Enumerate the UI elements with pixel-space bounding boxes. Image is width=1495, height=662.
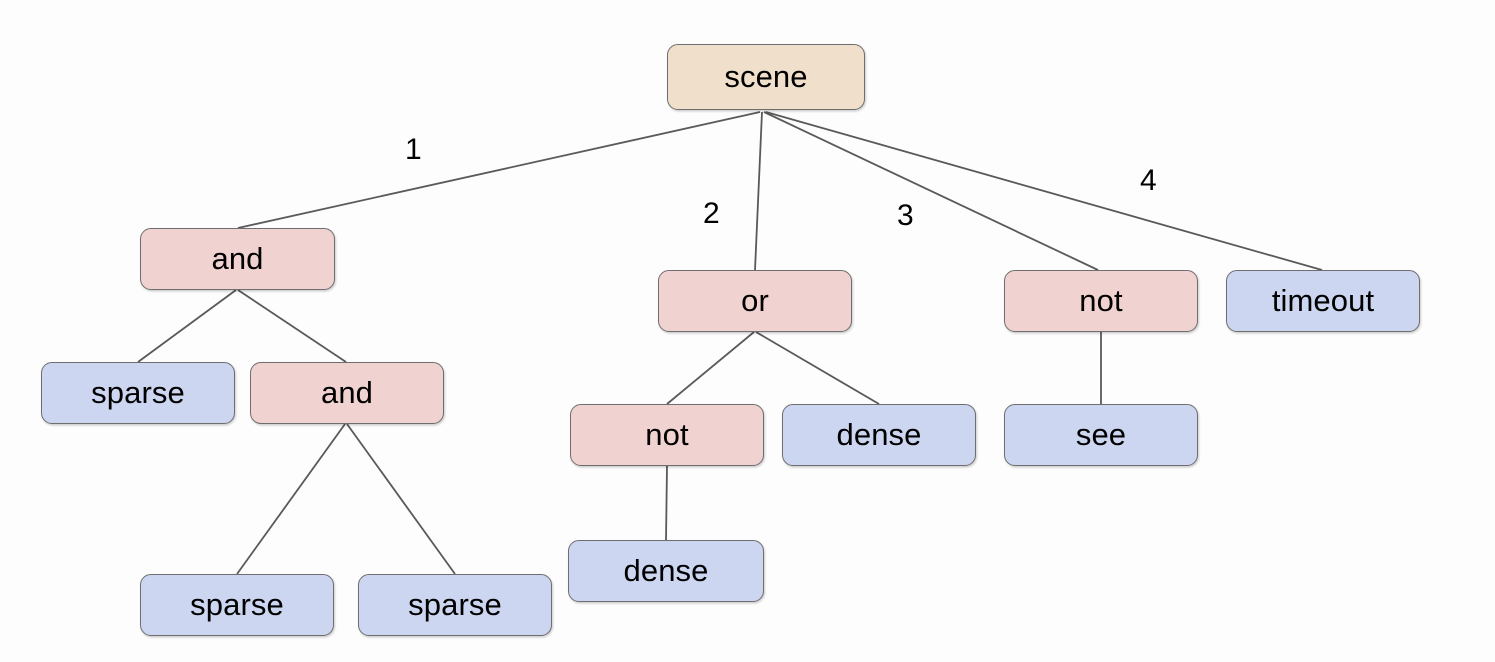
edge-label-2: 2 — [703, 197, 720, 230]
node-dense2[interactable]: dense — [568, 540, 764, 602]
node-label-not2: not — [645, 416, 689, 452]
edge-scene-to-and1 — [237, 111, 761, 229]
edge-and2-to-sparse2 — [236, 423, 346, 575]
node-not2[interactable]: not — [570, 404, 764, 466]
edge-label-4: 4 — [1140, 164, 1157, 197]
edge-label-1: 1 — [405, 133, 422, 166]
edge-scene-to-not1 — [763, 111, 1099, 271]
node-timeout1[interactable]: timeout — [1226, 270, 1420, 332]
node-not1[interactable]: not — [1004, 270, 1198, 332]
edge-or1-to-dense1 — [755, 331, 880, 405]
node-label-and2: and — [320, 374, 374, 410]
node-label-sparse3: sparse — [408, 586, 502, 622]
edge-not2-to-dense2 — [665, 465, 668, 541]
node-and1[interactable]: and — [140, 228, 335, 290]
node-scene[interactable]: scene — [667, 44, 865, 110]
node-label-dense2: dense — [623, 552, 709, 588]
edge-label-3: 3 — [897, 199, 914, 232]
edge-or1-to-not2 — [666, 331, 755, 405]
node-label-or1: or — [741, 282, 769, 318]
node-sparse2[interactable]: sparse — [140, 574, 334, 636]
node-label-not1: not — [1079, 282, 1123, 318]
node-sparse3[interactable]: sparse — [358, 574, 552, 636]
edge-and1-to-and2 — [237, 289, 347, 363]
node-label-sparse1: sparse — [91, 374, 185, 410]
node-label-see1: see — [1075, 416, 1127, 452]
edge-and1-to-sparse1 — [137, 289, 237, 363]
node-or1[interactable]: or — [658, 270, 852, 332]
edge-and2-to-sparse3 — [346, 423, 456, 575]
node-label-sparse2: sparse — [190, 586, 284, 622]
node-dense1[interactable]: dense — [782, 404, 976, 466]
node-label-dense1: dense — [836, 416, 922, 452]
edge-scene-to-timeout1 — [765, 111, 1323, 271]
node-label-timeout1: timeout — [1271, 282, 1375, 318]
node-sparse1[interactable]: sparse — [41, 362, 235, 424]
node-label-scene: scene — [724, 58, 808, 94]
node-see1[interactable]: see — [1004, 404, 1198, 466]
edge-scene-to-or1 — [754, 111, 763, 271]
node-label-and1: and — [211, 240, 264, 276]
node-and2[interactable]: and — [250, 362, 444, 424]
